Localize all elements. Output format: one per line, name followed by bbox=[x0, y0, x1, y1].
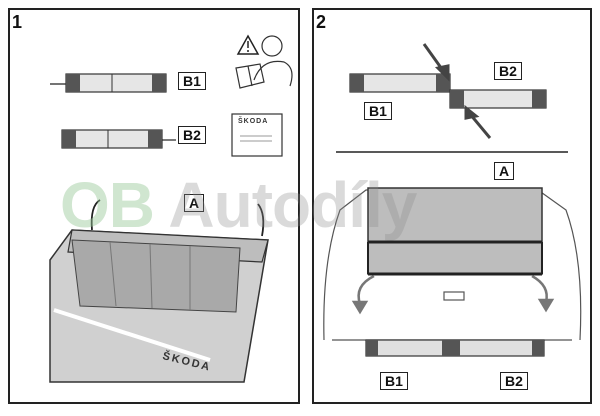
label-a: A bbox=[184, 194, 205, 212]
step-2-illustration bbox=[323, 43, 582, 357]
net-a bbox=[367, 187, 543, 276]
push-arrows-icon bbox=[422, 43, 492, 139]
step-2-panel: 2 bbox=[312, 8, 592, 404]
label-b1: B1 bbox=[178, 72, 206, 90]
label-b1-top: B1 bbox=[364, 102, 392, 120]
label-a: A bbox=[494, 162, 515, 180]
hook-arrows-icon bbox=[351, 274, 555, 315]
step-number: 2 bbox=[316, 12, 327, 32]
reading-person-icon bbox=[235, 35, 293, 89]
booklet-brand: ŠKODA bbox=[238, 118, 269, 125]
label-b2: B2 bbox=[178, 126, 206, 144]
label-b2-bottom: B2 bbox=[500, 372, 528, 390]
part-b1-bar bbox=[349, 73, 451, 93]
installed-bars bbox=[365, 339, 545, 357]
step-1-illustration bbox=[49, 34, 293, 383]
label-b2-top: B2 bbox=[494, 62, 522, 80]
step-1-panel: 1 bbox=[8, 8, 300, 404]
net-a bbox=[49, 229, 269, 383]
part-b2-bar bbox=[449, 89, 547, 109]
warning-icon bbox=[236, 34, 260, 55]
step-number: 1 bbox=[12, 12, 23, 32]
part-b1-bar bbox=[50, 73, 167, 93]
instruction-booklet-icon bbox=[231, 113, 283, 157]
part-b2-bar bbox=[61, 129, 176, 149]
label-b1-bottom: B1 bbox=[380, 372, 408, 390]
